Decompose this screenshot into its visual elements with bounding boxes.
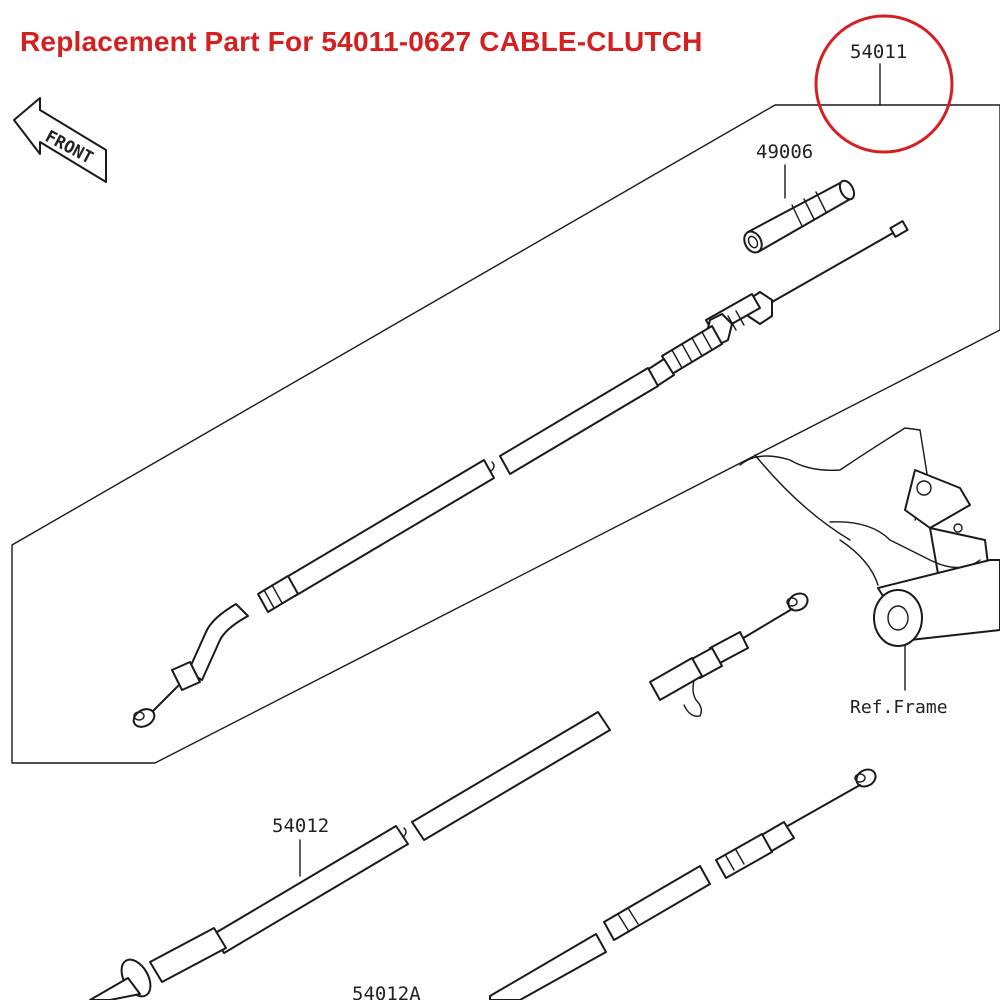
highlight-circle	[814, 14, 954, 154]
page-title: Replacement Part For 54011-0627 CABLE-CL…	[20, 26, 703, 57]
clutch-cable-54011	[132, 220, 909, 728]
callout-54012a: 54012A	[352, 983, 421, 1000]
callout-54012: 54012	[272, 815, 329, 837]
callout-49006: 49006	[756, 141, 813, 163]
main-cable-panel	[11, 104, 1000, 764]
cable-54012a: 54012A	[352, 768, 877, 1005]
front-arrow-icon: FRONT	[13, 97, 107, 183]
callout-54011: 54011	[850, 41, 907, 63]
cable-54012: 54012	[89, 592, 809, 1001]
frame-reference-sketch: Ref.Frame	[739, 427, 1000, 718]
ref-frame-label: Ref.Frame	[850, 697, 948, 718]
rubber-boot	[743, 179, 856, 254]
